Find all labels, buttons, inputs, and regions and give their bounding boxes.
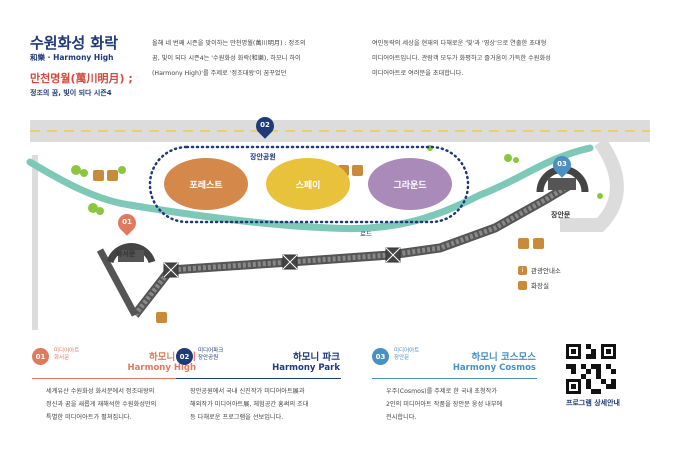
desc-line: 전시합니다. (386, 414, 417, 421)
legend-label: 화장실 (531, 282, 549, 290)
zone-space[interactable]: 스페이 (266, 158, 350, 210)
card-category-line: 장안공원 (198, 355, 219, 361)
intro-line: 미디어아트로 여러분을 초대합니다. (372, 70, 464, 77)
marker-02-number: 02 (260, 121, 270, 129)
card-divider (176, 378, 341, 380)
card-divider (32, 378, 197, 380)
park-boundary (148, 145, 470, 224)
restroom-icon (352, 165, 363, 176)
card-number: 03 (372, 348, 389, 365)
intro-line: 꿈, 빛이 되다 시즌4는 '수원화성 화락(和樂), 하모니 하이 (152, 55, 301, 62)
intro-line: 여민동락의 세상을 현재의 다채로운 '빛'과 '영상'으로 연출한 초대형 (372, 40, 547, 47)
intro-line: (Harmony High)'를 주제로 '정조대왕'이 꿈꾸었던 (152, 70, 287, 77)
card-category-line: 미디어아트 (394, 348, 420, 354)
page-title: 수원화성 화락 (30, 34, 119, 52)
info-icon: i (518, 265, 527, 275)
trees (71, 145, 603, 215)
card-category: 미디어아트 장안문 (394, 348, 454, 362)
intro-line: 미디어아트입니다. 관람객 모두가 화평하고 즐거움이 가득한 수원화성 (372, 55, 551, 62)
desc-line: 정신과 꿈을 새롭게 재해석한 수원화성만의 (46, 401, 157, 408)
desc-line: 2인의 미디어아트 작품을 장안문 웅성 내부에 (386, 401, 503, 408)
desc-line: 특별한 미디어아트가 펼쳐집니다. (46, 414, 132, 421)
card-description: 장안공원에서 국내 신진작가 미디어아트展과 해외작가 미디어아트展, 체험공간… (190, 385, 340, 424)
fortress-wall-west (96, 248, 139, 317)
card-number: 02 (176, 348, 193, 365)
card-description: 우주(Cosmos)를 주제로 한 국내 초청작가 2인의 미디어아트 작품을 … (386, 385, 536, 424)
info-icon (156, 312, 167, 323)
gate-markers (163, 247, 401, 278)
legend-label: 관광안내소 (531, 267, 561, 275)
intro-line: 올해 네 번째 시즌을 맞이하는 만천명월(萬川明月) : 정조의 (152, 40, 306, 47)
event-title: 만천명월(萬川明月) ; (30, 72, 133, 85)
intro-right: 여민동락의 세상을 현재의 다채로운 '빛'과 '영상'으로 연출한 초대형 미… (372, 36, 572, 81)
qr-label: 프로그램 상세안내 (566, 399, 620, 407)
desc-line: 등 다채로운 프로그램을 선보입니다. (190, 414, 284, 421)
walking-path (26, 144, 594, 233)
marker-01-label: 화서문 (116, 250, 136, 258)
card-category-line: 미디어파크 (198, 348, 224, 354)
qr-code[interactable] (566, 344, 616, 394)
desc-line: 세계유산 수원화성 화서문에서 정조대왕의 (46, 388, 155, 395)
road-label: 로드 (360, 230, 372, 238)
card-category: 미디어아트 화서문 (54, 348, 114, 362)
card-category-line: 미디어아트 (54, 348, 80, 354)
page-title-en: 和樂 · Harmony High (30, 53, 114, 62)
marker-03-number: 03 (557, 160, 567, 168)
hwaseomun-gate (106, 243, 156, 264)
main-road (30, 120, 650, 142)
marker-01-number: 01 (122, 218, 132, 226)
info-icon (533, 238, 544, 249)
desc-line: 장안공원에서 국내 신진작가 미디어아트展과 (190, 388, 305, 395)
restroom-icon (93, 170, 104, 181)
event-subtitle: 정조의 꿈, 빛이 되다 시즌4 (30, 89, 112, 97)
restroom-icon (107, 170, 118, 181)
card-title-ko: 하모니 파크 (292, 352, 340, 363)
marker-02-label: 장안공원 (250, 153, 276, 161)
card-divider (372, 378, 537, 380)
legend-item: i 관광안내소 (518, 265, 561, 275)
legend: i 관광안내소 화장실 (518, 265, 561, 290)
side-road (560, 137, 624, 232)
restroom-icon (518, 280, 527, 290)
restroom-icon (518, 238, 529, 249)
card-title-en: Harmony High (127, 363, 196, 373)
zone-ground[interactable]: 그라운드 (368, 158, 452, 210)
card-title-en: Harmony Cosmos (452, 363, 536, 373)
desc-line: 해외작가 미디어아트展, 체험공간 홍써의 조대 (190, 401, 309, 408)
card-category-line: 장안문 (394, 355, 410, 361)
legend-item: 화장실 (518, 280, 561, 290)
card-title-en: Harmony Park (272, 363, 340, 373)
intro-left: 올해 네 번째 시즌을 맞이하는 만천명월(萬川明月) : 정조의 꿈, 빛이 … (152, 36, 342, 81)
card-category-line: 화서문 (54, 355, 70, 361)
zone-forest[interactable]: 포레스트 (164, 158, 248, 210)
card-title-ko: 하모니 코스모스 (471, 352, 537, 363)
fortress-wall-pattern (133, 182, 572, 317)
marker-03-label: 장안문 (551, 211, 571, 219)
card-title-ko: 하모니 하이 (148, 352, 196, 363)
card-category: 미디어파크 장안공원 (198, 348, 258, 362)
card-description: 세계유산 수원화성 화서문에서 정조대왕의 정신과 꿈을 새롭게 재해석한 수원… (46, 385, 196, 424)
card-number: 01 (32, 348, 49, 365)
desc-line: 우주(Cosmos)를 주제로 한 국내 초청작가 (386, 388, 498, 395)
